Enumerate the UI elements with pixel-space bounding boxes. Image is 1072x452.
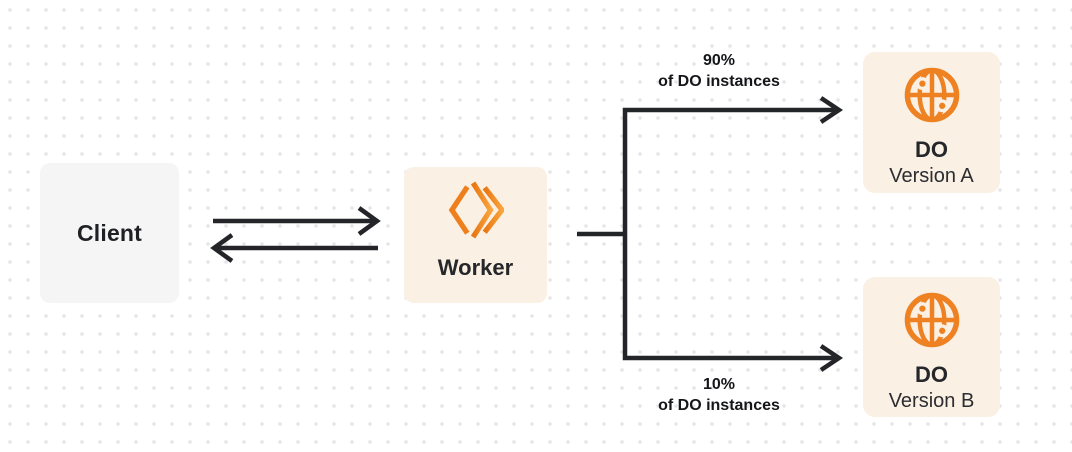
edge-label-percent: 10% [702, 376, 736, 393]
cloudflare-workers-logo-icon [448, 181, 504, 239]
arrow-worker-to-client [210, 233, 378, 263]
do-version-a-node: DO Version A [863, 52, 1000, 193]
do-version-a-title: DO [915, 137, 948, 162]
branch-connector [577, 96, 844, 372]
edge-label-percent: 90% [702, 52, 736, 69]
arrow-client-to-worker [213, 206, 381, 236]
client-node: Client [40, 163, 179, 303]
edge-label-version-b: 10% of DO instances [614, 374, 824, 416]
do-version-b-node: DO Version B [863, 277, 1000, 417]
edge-label-version-a: 90% of DO instances [614, 50, 824, 92]
globe-icon [904, 292, 959, 348]
worker-node-label: Worker [437, 255, 514, 280]
do-version-a-subtitle: Version A [889, 165, 974, 187]
globe-icon [904, 67, 959, 123]
arrowhead-to-version-a [819, 96, 844, 124]
client-node-label: Client [76, 219, 143, 246]
edge-label-caption: of DO instances [658, 397, 780, 414]
arrowhead-to-version-b [819, 344, 844, 372]
do-version-b-subtitle: Version B [888, 390, 975, 412]
edge-label-caption: of DO instances [658, 73, 780, 90]
worker-node: Worker [404, 167, 547, 303]
do-version-b-title: DO [915, 362, 948, 387]
